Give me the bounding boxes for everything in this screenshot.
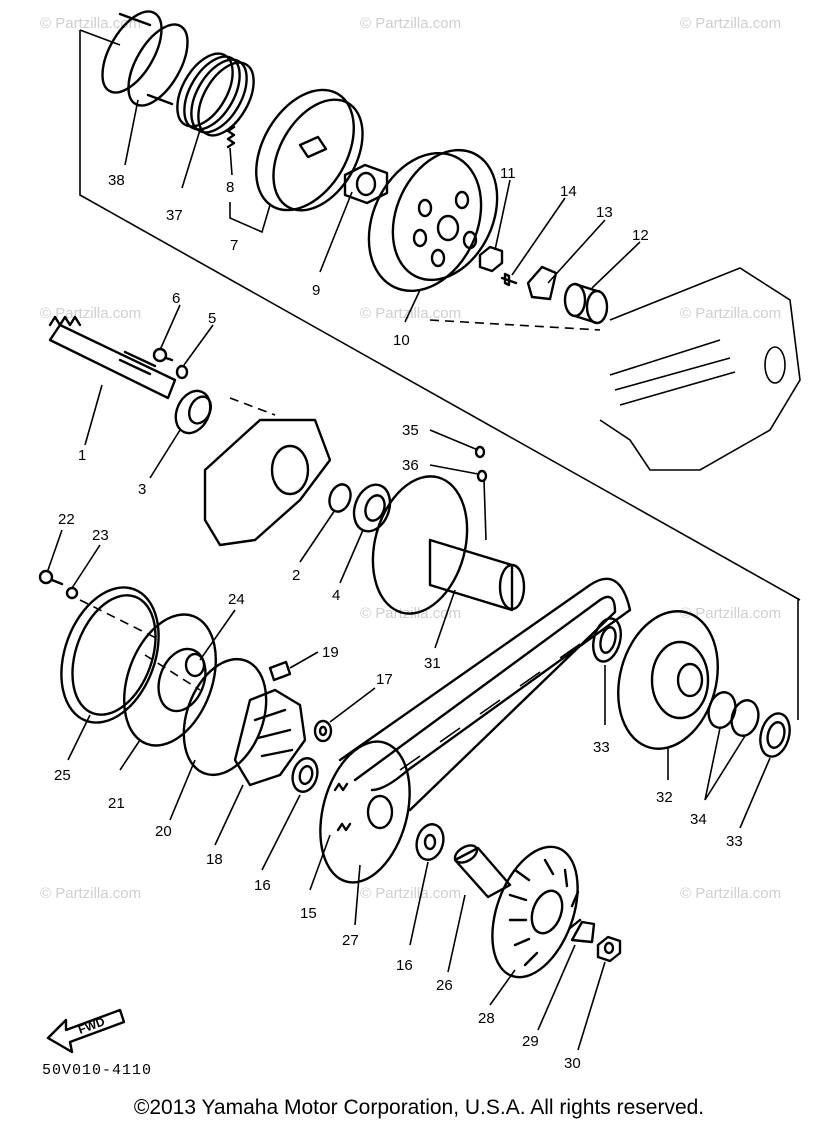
callout-24: 24 [228,591,245,608]
drawing-code: 50V010-4110 [42,1062,153,1079]
part-21-cam-plate [122,613,218,747]
part-8-small-spring [226,125,236,149]
part-25-gasket [60,586,160,724]
callout-38: 38 [108,172,125,189]
part-5-washer [175,364,189,380]
callout-19: 19 [322,644,339,661]
watermark: © Partzilla.com [360,885,461,902]
callout-23: 23 [92,527,109,544]
part-16-washer-right [415,823,445,861]
v-belt [338,577,632,812]
callout-17: 17 [376,671,393,688]
callout-12: 12 [632,227,649,244]
callout-9: 9 [312,282,320,299]
part-32-secondary-fixed-sheave [617,610,719,750]
watermark: © Partzilla.com [680,15,781,32]
callout-14: 14 [560,183,577,200]
callout-10: 10 [393,332,410,349]
callout-18: 18 [206,851,223,868]
part-7-clutch-shoe [255,88,364,212]
callout-8: 8 [226,179,234,196]
watermark: © Partzilla.com [360,305,461,322]
part-4-oil-seal [352,483,392,533]
part-31-sliding-sheave [371,475,526,615]
part-34-o-ring [707,691,760,737]
callout-29: 29 [522,1033,539,1050]
copyright-notice: ©2013 Yamaha Motor Corporation, U.S.A. A… [133,1096,705,1119]
callout-labels: 38 37 8 7 9 10 11 14 13 12 6 5 1 3 35 36… [54,165,743,1072]
part-9-lock-washer [343,163,389,205]
leader-lines [47,99,771,1051]
callout-35: 35 [402,422,419,439]
transmission-case-cover [203,418,332,547]
callout-4: 4 [332,587,340,604]
watermark: © Partzilla.com [680,305,781,322]
part-28-drive-face [491,845,582,979]
callout-2: 2 [292,567,300,584]
callout-33-lower: 33 [726,833,743,850]
callout-34: 34 [690,811,707,828]
part-6-bolt [152,347,174,363]
callout-28: 28 [478,1010,495,1027]
callout-16: 16 [254,877,271,894]
part-23-washer [65,586,79,600]
part-17-weight-roller [313,719,333,743]
part-16-bearing [291,757,319,793]
callout-21: 21 [108,795,125,812]
part-18-primary-sliding-sheave [233,688,307,787]
callout-11: 11 [500,165,516,182]
callout-30: 30 [564,1055,581,1072]
callout-1: 1 [78,447,86,464]
crankcase-cover-outline [599,267,801,471]
watermark: © Partzilla.com [40,15,141,32]
watermark: © Partzilla.com [680,605,781,622]
callout-36: 36 [402,457,419,474]
watermark: © Partzilla.com [680,885,781,902]
part-33-oil-seal-lower [759,712,791,758]
part-35-screw [474,445,486,459]
callout-31: 31 [424,655,441,672]
part-24-collar [184,652,206,678]
callout-7: 7 [230,237,238,254]
callout-26: 26 [436,977,453,994]
part-19-slider [268,660,292,682]
callout-6: 6 [172,290,180,307]
callout-20: 20 [155,823,172,840]
watermark: © Partzilla.com [40,885,141,902]
part-38-outer-housing [101,10,189,107]
part-1-primary-shaft [48,315,177,400]
callout-22: 22 [58,511,75,528]
callout-27: 27 [342,932,359,949]
part-37-spring [176,52,255,137]
watermark: © Partzilla.com [360,15,461,32]
part-36-pin [476,469,488,483]
part-3-bearing [174,389,213,435]
part-15-primary-fixed-sheave [319,740,411,884]
callout-33: 33 [593,739,610,756]
part-13-plate [526,265,558,301]
part-11-nut [478,245,504,273]
callout-5: 5 [208,310,216,327]
part-14-bolt [500,272,518,287]
part-2-circlip [328,483,352,513]
callout-13: 13 [596,204,613,221]
part-10-clutch-housing [367,148,499,293]
part-20-o-ring [182,657,268,777]
callout-32: 32 [656,789,673,806]
callout-15: 15 [300,905,317,922]
part-22-bolt [38,569,64,586]
callout-37: 37 [166,207,183,224]
callout-25: 25 [54,767,71,784]
fwd-arrow-icon: FWD [46,1008,126,1054]
callout-3: 3 [138,481,146,498]
part-26-collar [453,844,512,899]
part-12-collar [563,282,609,325]
part-29-washer [570,920,596,944]
part-30-nut [596,935,622,963]
part-33-oil-seal [592,617,622,663]
callout-16-right: 16 [396,957,413,974]
